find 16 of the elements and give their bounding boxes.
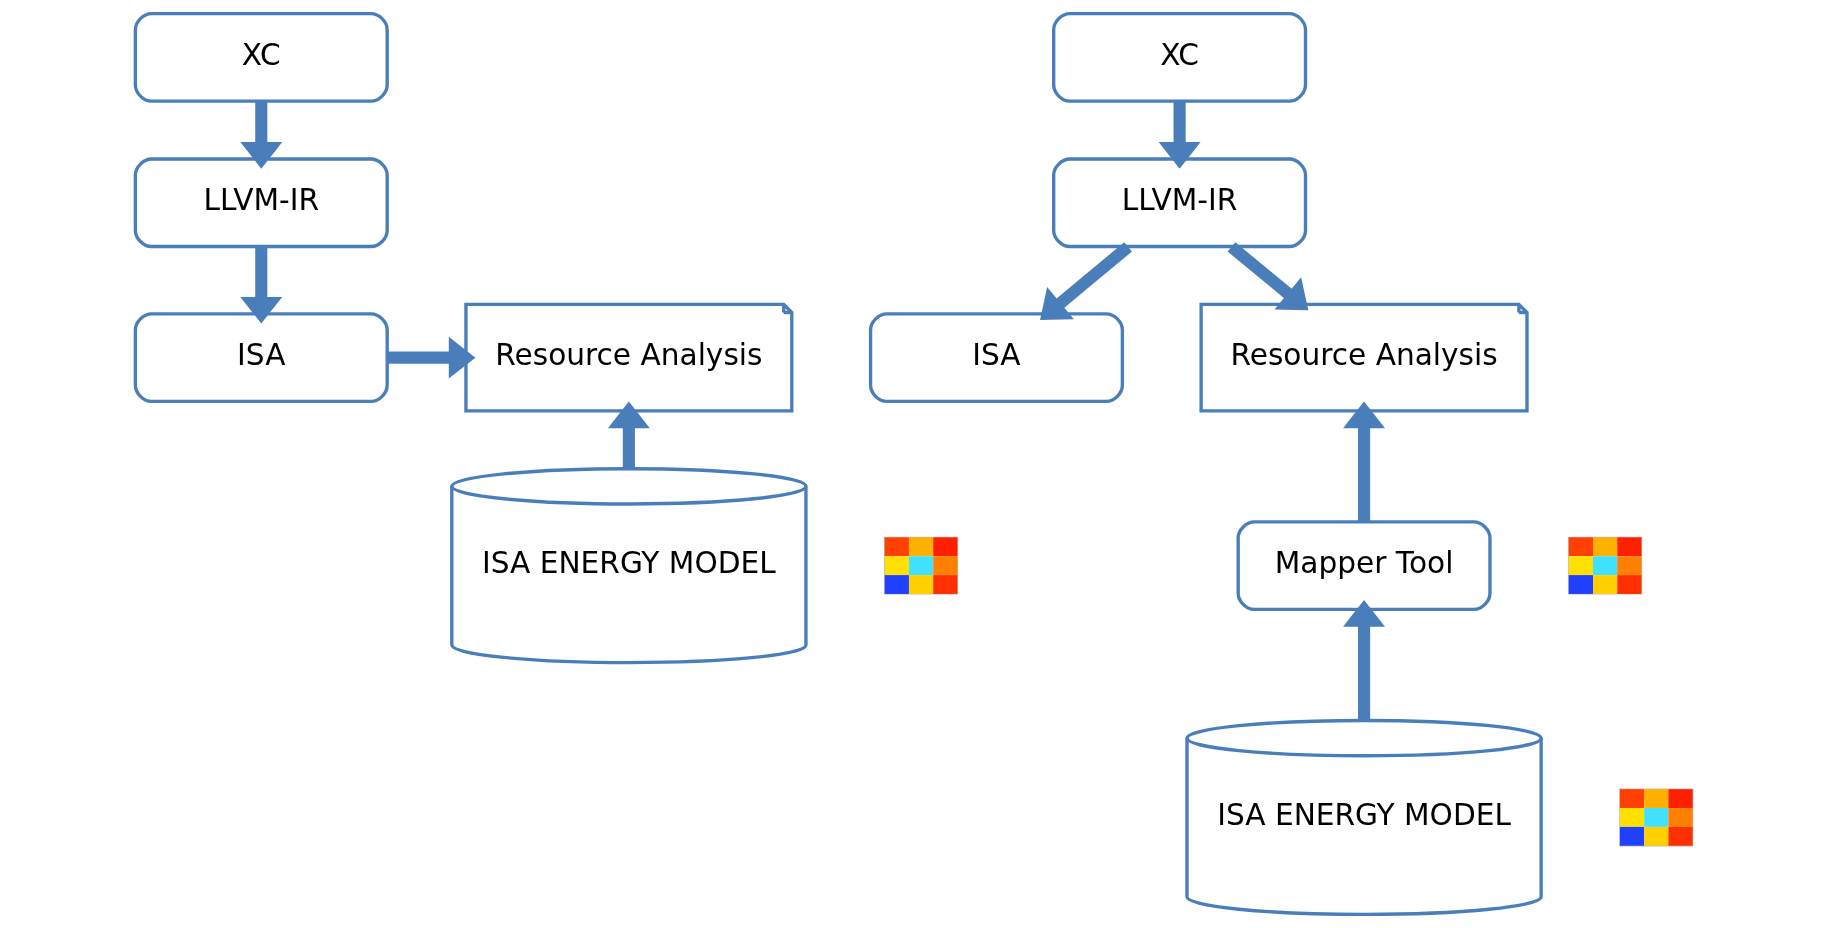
node-box: XC	[1052, 11, 1308, 103]
arrow	[240, 101, 283, 169]
node-box: Mapper Tool	[1236, 520, 1492, 612]
arrow	[1040, 242, 1132, 321]
node-box: LLVM-IR	[133, 157, 389, 249]
node-box: ISA	[133, 312, 389, 404]
arrow	[1343, 600, 1386, 721]
arrow	[240, 246, 283, 324]
arrow	[387, 336, 476, 379]
arrow	[1158, 101, 1201, 169]
node-box: XC	[133, 11, 389, 103]
arrow	[1227, 242, 1309, 311]
arrow	[1343, 401, 1386, 522]
arrow	[607, 401, 650, 469]
node-box: LLVM-IR	[1052, 157, 1308, 249]
node-box: ISA	[868, 312, 1125, 404]
